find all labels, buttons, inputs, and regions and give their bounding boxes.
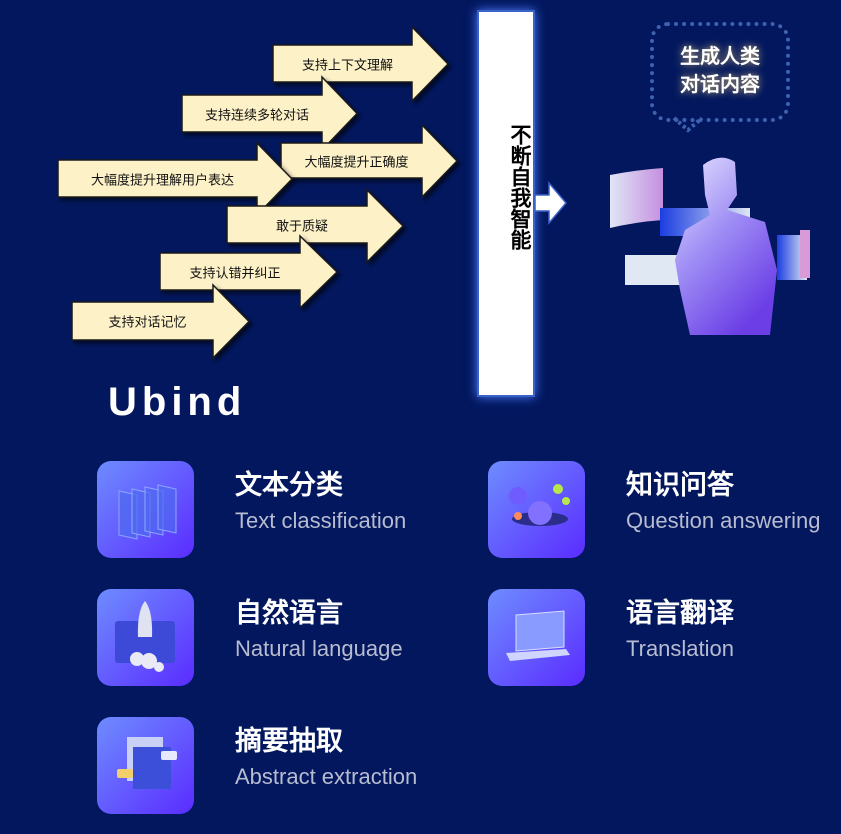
rocket-icon <box>97 589 194 686</box>
feature-title: 摘要抽取 <box>235 726 343 757</box>
ai-person-illustration <box>610 157 810 335</box>
document-chat-icon <box>97 717 194 814</box>
arrow-label: 支持认错并纠正 <box>189 266 281 281</box>
bubble-line-1: 生成人类 <box>680 44 760 68</box>
arrow-label: 敢于质疑 <box>275 219 329 234</box>
feature-title: 自然语言 <box>235 598 343 629</box>
arrow-shape <box>159 234 339 310</box>
arrow-label: 支持上下文理解 <box>301 58 394 73</box>
arrow-label: 大幅度提升理解用户表达 <box>90 173 235 188</box>
arrow-shape <box>226 188 405 264</box>
feature-subtitle: Question answering <box>626 508 821 533</box>
feature-question-answering: 知识问答 Question answering <box>488 461 820 558</box>
arrow-label: 支持连续多轮对话 <box>204 108 310 123</box>
feature-title: 知识问答 <box>626 470 734 501</box>
right-arrow-icon <box>535 180 567 226</box>
arrow-shape <box>57 141 294 217</box>
cards-icon <box>97 461 194 558</box>
feature-translation: 语言翻译 Translation <box>488 589 734 686</box>
arrow-shape <box>280 123 459 199</box>
laptop-icon <box>488 589 585 686</box>
planet-icon <box>488 461 585 558</box>
feature-abstract-extraction: 摘要抽取 Abstract extraction <box>97 717 417 814</box>
feature-natural-language: 自然语言 Natural language <box>97 589 403 686</box>
self-intelligence-label: 不断自我智能 <box>508 124 532 250</box>
arrow-label: 支持对话记忆 <box>108 315 187 331</box>
speech-bubble <box>650 22 790 122</box>
feature-title: 文本分类 <box>235 470 343 501</box>
arrow-shape <box>272 25 450 103</box>
feature-subtitle: Abstract extraction <box>235 764 418 789</box>
feature-subtitle: Text classification <box>235 508 407 533</box>
bubble-line-2: 对话内容 <box>680 72 760 96</box>
brand-logo: Ubind <box>108 380 247 424</box>
bubble-text: 生成人类 对话内容 <box>650 42 790 98</box>
feature-title: 语言翻译 <box>626 598 734 629</box>
self-intelligence-box: 不断自我智能 <box>477 10 535 397</box>
arrow-shape <box>71 283 251 360</box>
arrow-shape <box>181 75 359 152</box>
feature-arrows <box>57 25 459 360</box>
feature-subtitle: Translation <box>626 636 735 661</box>
speech-bubble-tail <box>672 116 704 133</box>
feature-subtitle: Natural language <box>235 636 403 661</box>
feature-text-classification: 文本分类 Text classification <box>97 461 406 558</box>
arrow-label: 大幅度提升正确度 <box>304 155 409 170</box>
